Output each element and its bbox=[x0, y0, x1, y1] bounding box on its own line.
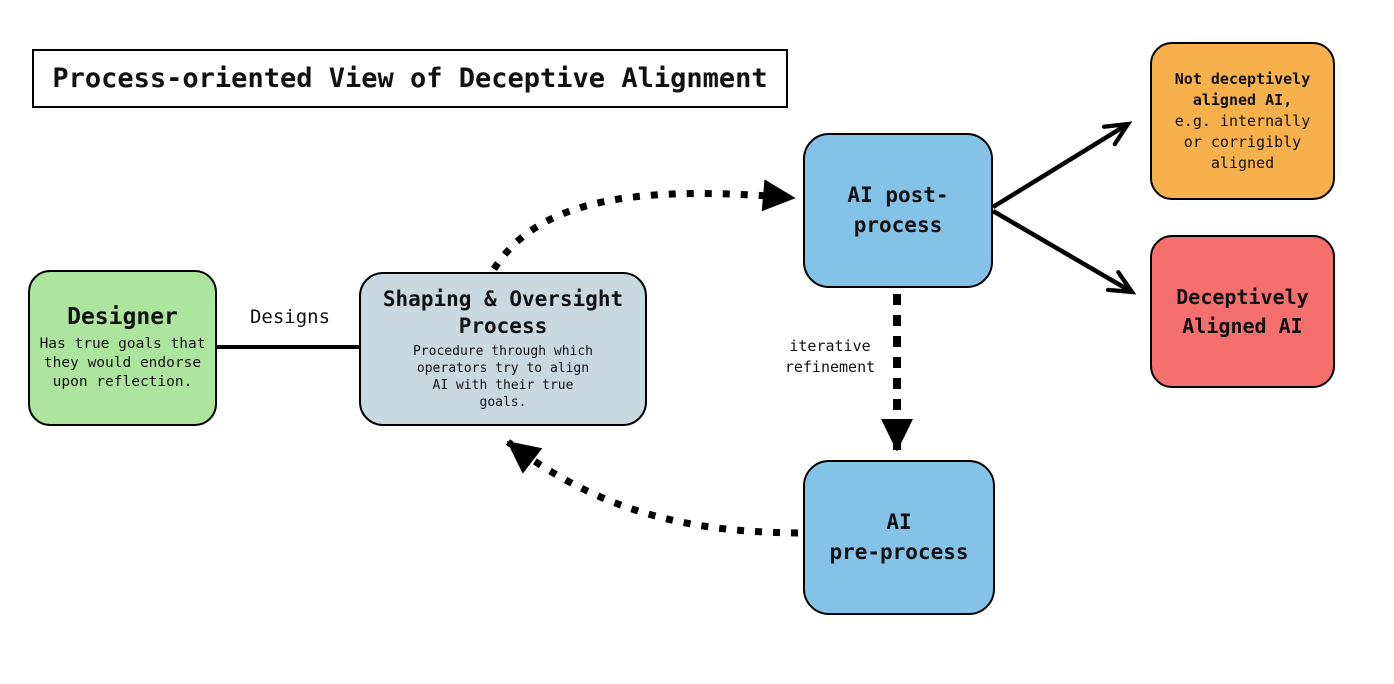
edge-aipre-to-shaping-dotted-arrow bbox=[505, 439, 799, 537]
designer-title: Designer bbox=[67, 304, 178, 331]
edge-label-designs: Designs bbox=[249, 306, 331, 328]
diagram-title: Process-oriented View of Deceptive Align… bbox=[32, 49, 788, 108]
ai-pre-process-label: AI pre-process bbox=[829, 510, 969, 564]
deceptively-aligned-label: Deceptively Aligned AI bbox=[1176, 284, 1309, 338]
designer-description: Has true goals that they would endorse u… bbox=[39, 336, 206, 390]
not-deceptively-aligned-title: Not deceptively aligned AI, bbox=[1174, 69, 1311, 109]
edge-shaping-to-aipost-dotted-arrow bbox=[491, 179, 796, 271]
shaping-description: Procedure through which operators try to… bbox=[412, 343, 593, 410]
node-not-deceptively-aligned: Not deceptively aligned AI, e.g. interna… bbox=[1150, 42, 1335, 200]
node-shaping-oversight-process: Shaping & Oversight Process Procedure th… bbox=[359, 272, 647, 426]
edge-label-iterative-refinement: iterative refinement bbox=[784, 337, 876, 376]
edge-aipost-to-deceptive-arrow bbox=[991, 209, 1137, 295]
ai-post-process-label: AI post- process bbox=[847, 183, 949, 237]
edge-aipost-to-notdeceptive-arrow bbox=[991, 121, 1133, 209]
not-deceptively-aligned-description: e.g. internally or corrigibly aligned bbox=[1174, 111, 1311, 172]
node-ai-post-process: AI post- process bbox=[803, 133, 993, 288]
node-designer: Designer Has true goals that they would … bbox=[28, 270, 217, 426]
node-ai-pre-process: AI pre-process bbox=[803, 460, 995, 615]
shaping-title: Shaping & Oversight Process bbox=[382, 287, 624, 338]
node-deceptively-aligned: Deceptively Aligned AI bbox=[1150, 235, 1335, 388]
